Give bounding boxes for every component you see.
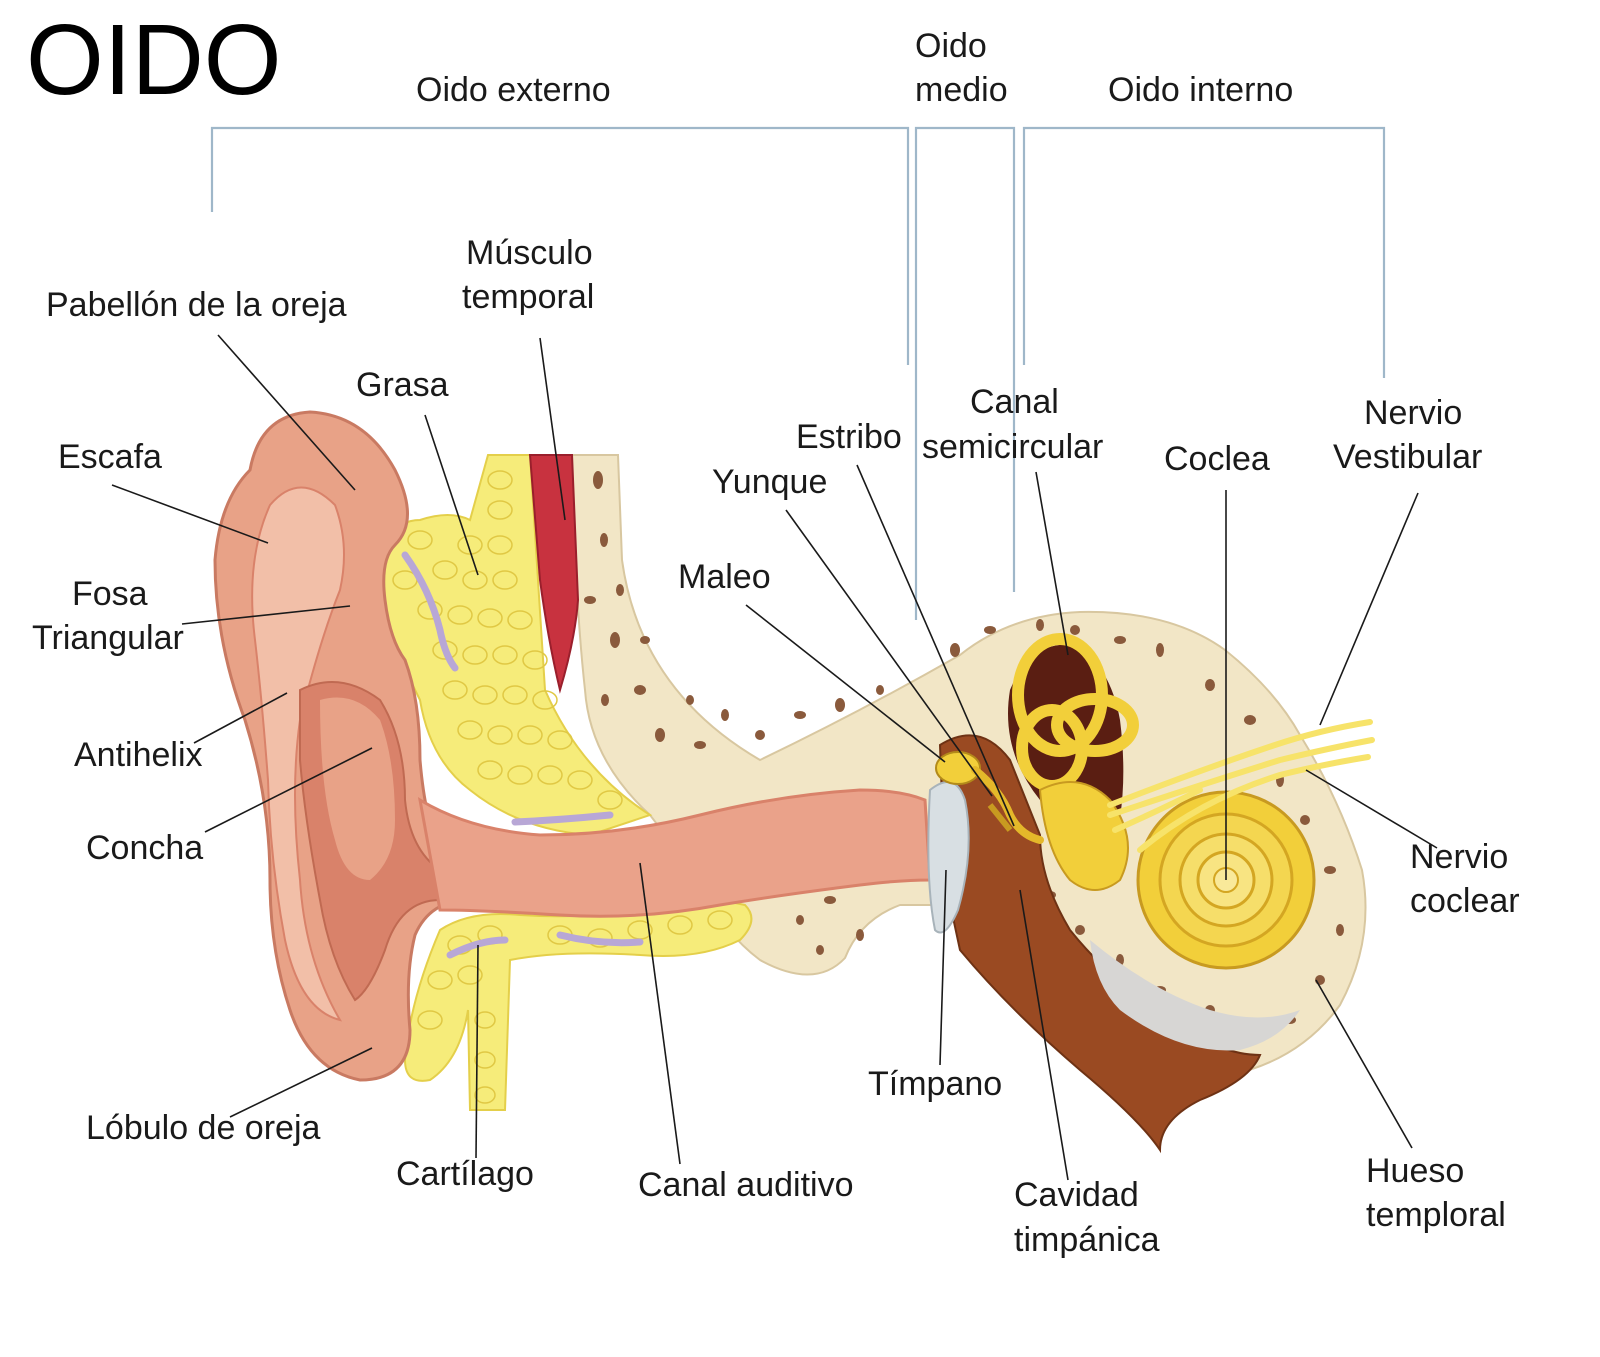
ear-canal-shape	[417, 788, 932, 918]
leader-nervio-coclear	[1305, 769, 1438, 849]
bracket-oido-externo	[210, 126, 910, 365]
cartilage-strips	[401, 551, 644, 959]
leader-cavidad	[1019, 889, 1069, 1181]
label-antihelix: Antihelix	[74, 736, 203, 774]
nerves	[1107, 719, 1375, 853]
tympanic-cavity-shape	[938, 734, 1262, 1154]
eardrum-shape	[927, 781, 970, 934]
section-oido-externo: Oido externo	[416, 71, 611, 109]
leader-musculo	[539, 337, 566, 521]
label-cavidad-1: Cavidad	[1014, 1176, 1139, 1214]
bracket-oido-medio	[914, 126, 1016, 365]
leader-lines	[111, 334, 1438, 1181]
label-grasa: Grasa	[356, 366, 449, 404]
label-maleo: Maleo	[678, 558, 771, 596]
section-brackets	[210, 126, 1386, 620]
leader-antihelix	[193, 692, 288, 744]
label-canal-semi-2: semicircular	[922, 428, 1103, 466]
label-cavidad-2: timpánica	[1014, 1221, 1160, 1259]
inner-wall	[1090, 940, 1300, 1051]
label-fosa-2: Triangular	[32, 619, 184, 657]
label-nervio-coc-2: coclear	[1410, 882, 1520, 920]
label-nervio-vest-1: Nervio	[1364, 394, 1462, 432]
label-nervio-vest-2: Vestibular	[1333, 438, 1482, 476]
leader-maleo	[745, 604, 946, 763]
section-oido-medio-line1: Oido	[915, 27, 987, 65]
label-musculo-2: temporal	[462, 278, 594, 316]
label-fosa-1: Fosa	[72, 575, 148, 613]
leader-timpano	[939, 869, 947, 1066]
label-musculo-1: Músculo	[466, 234, 593, 272]
leader-canal-auditivo	[639, 862, 681, 1165]
page-title: OIDO	[26, 4, 282, 116]
section-oido-medio-line2: medio	[915, 71, 1008, 109]
label-cartilago: Cartílago	[396, 1155, 534, 1193]
label-estribo: Estribo	[796, 418, 902, 456]
label-hueso-2: temploral	[1366, 1196, 1506, 1234]
label-nervio-coc-1: Nervio	[1410, 838, 1508, 876]
label-escafa: Escafa	[58, 438, 162, 476]
temporal-muscle	[528, 454, 580, 694]
leader-cartilago	[475, 944, 479, 1159]
leader-nervio-vestibular	[1319, 492, 1419, 726]
leader-grasa	[424, 414, 479, 576]
leader-fosa	[181, 605, 351, 625]
label-coclea: Coclea	[1164, 440, 1270, 478]
bracket-oido-interno	[1022, 126, 1386, 378]
label-concha: Concha	[86, 829, 203, 867]
label-canal-semi-1: Canal	[970, 383, 1059, 421]
fat-tissue	[374, 454, 753, 1111]
label-pabellon: Pabellón de la oreja	[46, 286, 347, 324]
label-lobulo: Lóbulo de oreja	[86, 1109, 321, 1147]
leader-concha	[204, 747, 373, 833]
leader-estribo	[856, 464, 1015, 827]
leader-hueso	[1315, 979, 1413, 1149]
label-timpano: Tímpano	[868, 1065, 1002, 1103]
label-hueso-1: Hueso	[1366, 1152, 1464, 1190]
section-oido-interno: Oido interno	[1108, 71, 1293, 109]
pinna	[213, 410, 472, 1082]
leader-pabellon	[217, 334, 356, 491]
label-yunque: Yunque	[712, 463, 827, 501]
label-canal-auditivo: Canal auditivo	[638, 1166, 853, 1204]
leader-yunque	[785, 509, 993, 797]
leader-escafa	[111, 484, 269, 544]
leader-lobulo	[229, 1047, 373, 1118]
leader-canal-semicircular	[1035, 471, 1069, 656]
